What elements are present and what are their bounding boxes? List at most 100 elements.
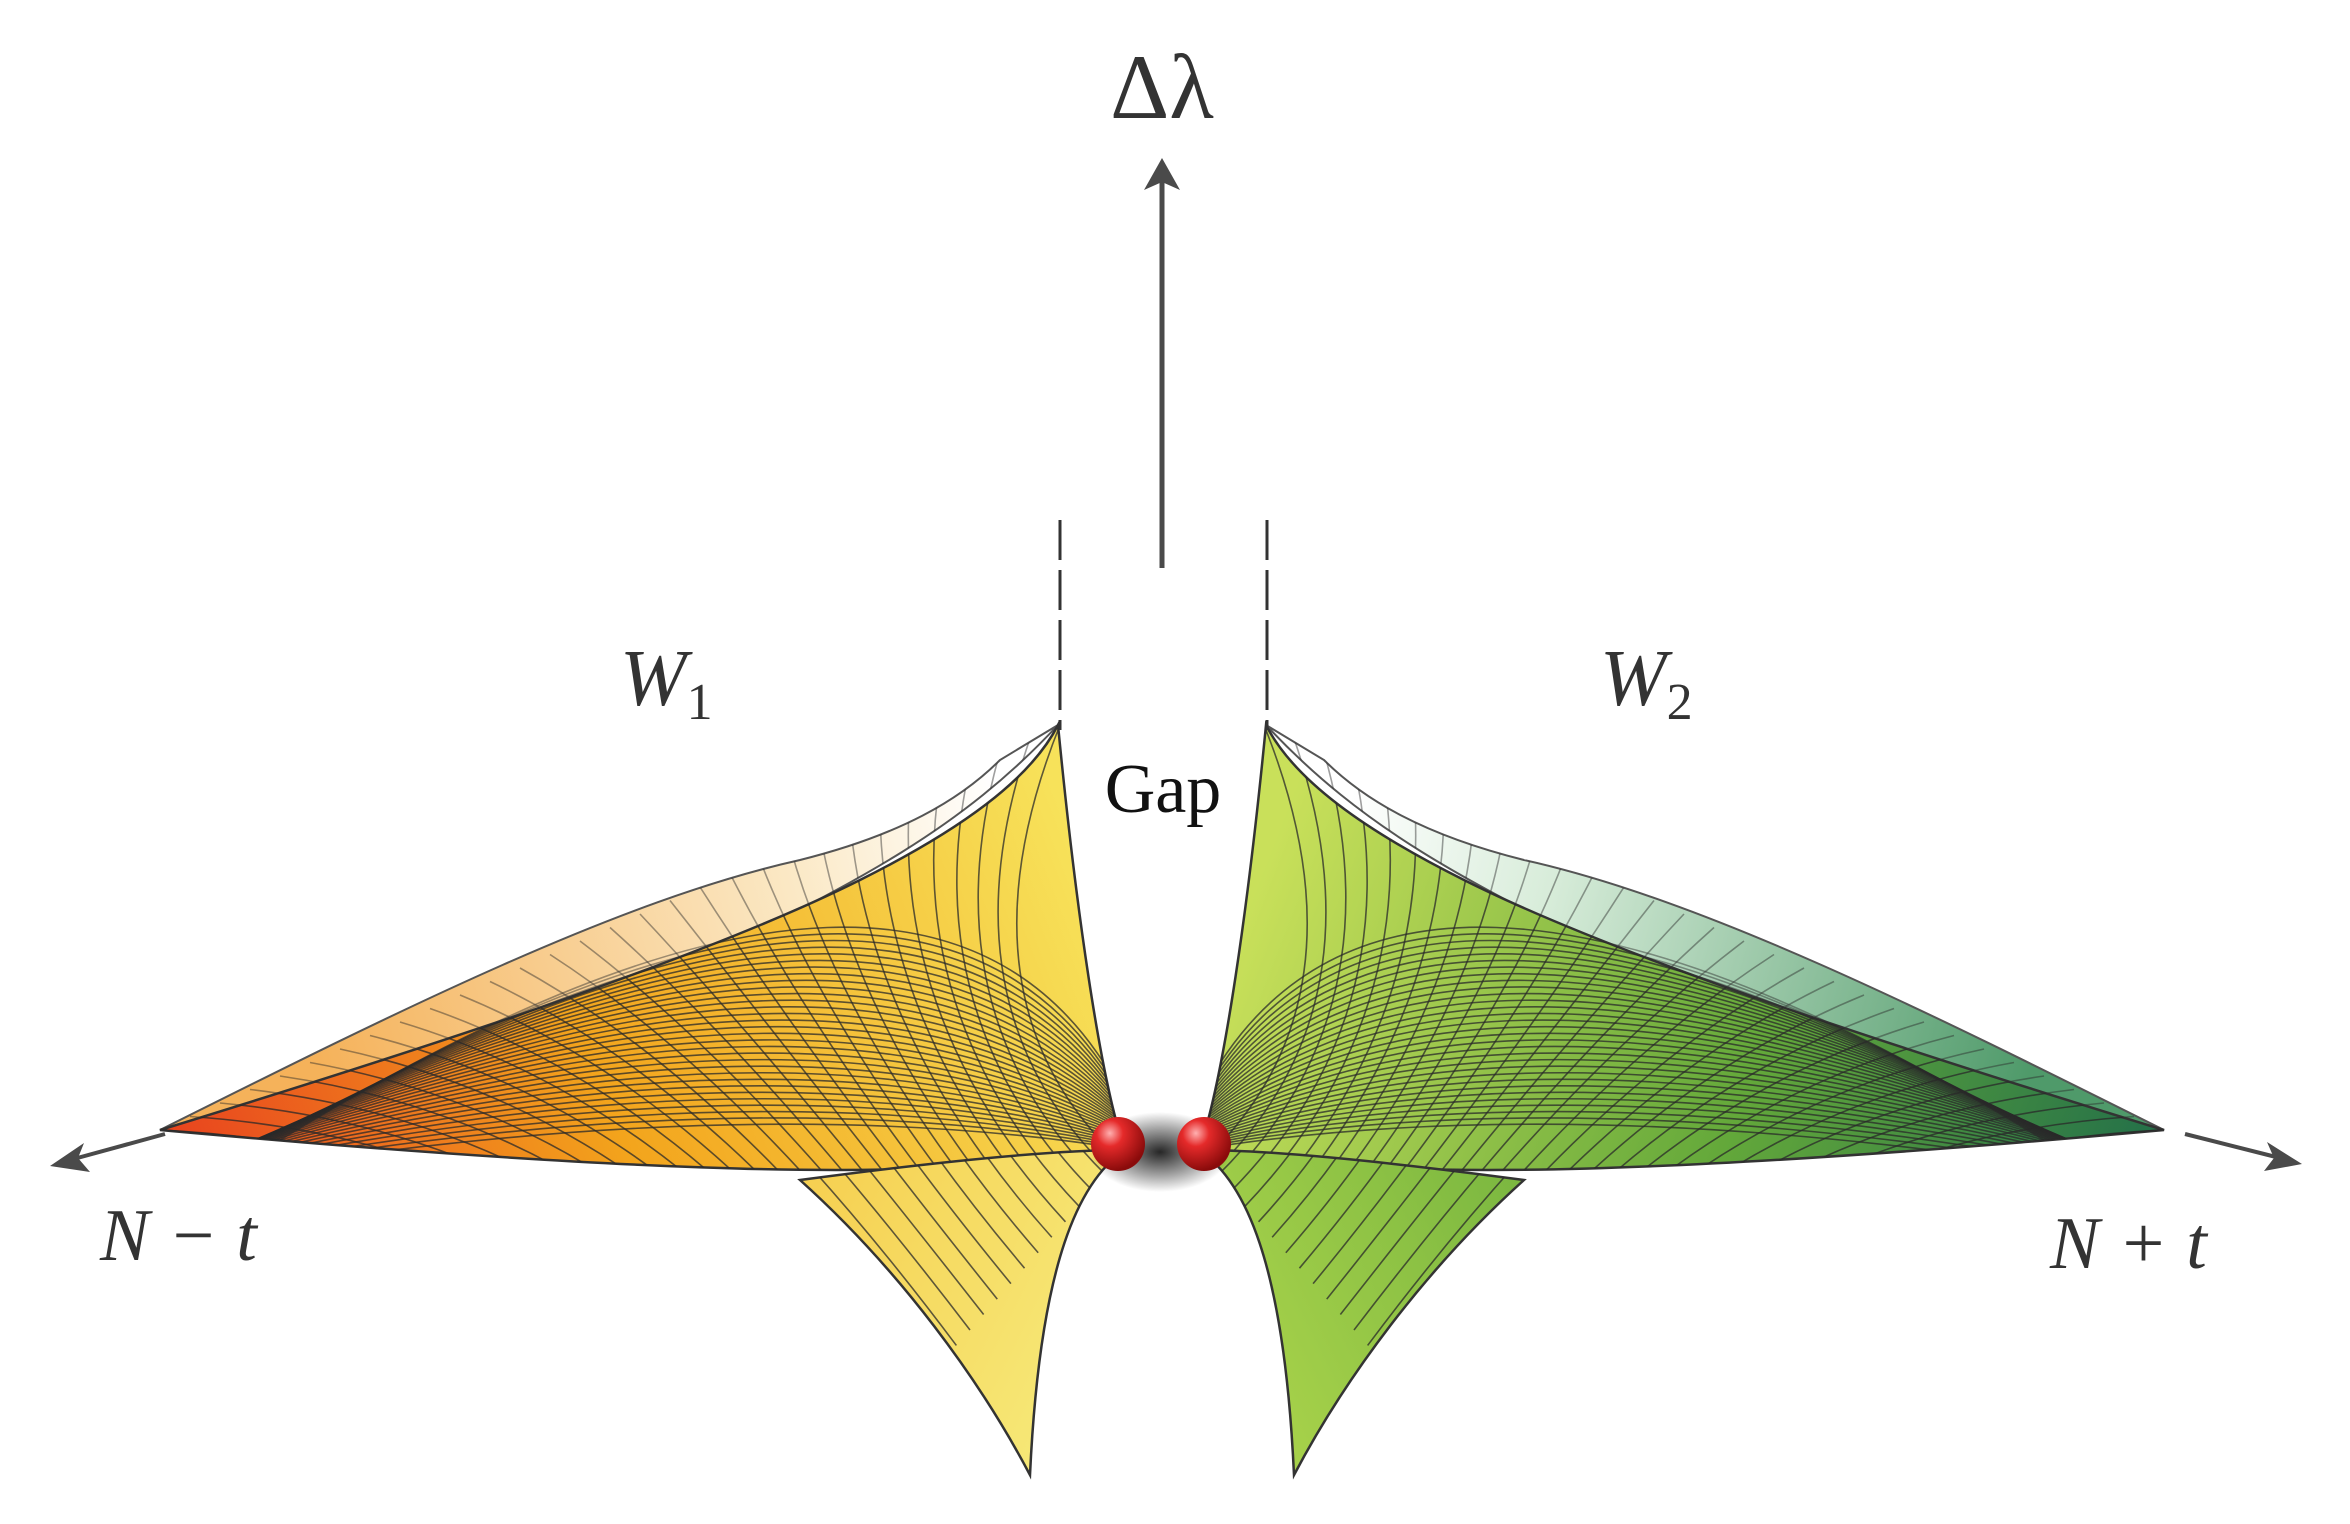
mesh-line — [160, 1078, 1125, 1170]
mesh-line — [1233, 765, 1368, 1170]
mesh-line — [252, 953, 1125, 1149]
mesh-line — [639, 913, 981, 1170]
mesh-line — [279, 926, 1125, 1141]
right-surface-w2 — [1194, 720, 2165, 1480]
left-surface-subscript: 1 — [687, 674, 713, 731]
mesh-line — [1199, 939, 2058, 1145]
mesh-line — [1339, 1150, 1524, 1316]
mesh-line — [1199, 999, 2118, 1163]
mesh-line — [173, 1032, 1125, 1170]
mesh-line — [1285, 1150, 1511, 1254]
right-red-sphere — [1177, 1117, 1231, 1171]
mesh-line — [800, 1150, 821, 1475]
mesh-line — [800, 1150, 1012, 1285]
mesh-line — [266, 939, 1125, 1145]
mesh-line — [1483, 1102, 2105, 1170]
mesh-line — [1373, 953, 1775, 1170]
mesh-line — [977, 751, 1101, 1170]
mesh-line — [1443, 1048, 1985, 1170]
right-surface-name: W — [1600, 635, 1673, 723]
mesh-line — [339, 1048, 881, 1170]
mesh-line — [160, 1052, 1125, 1170]
gap-label: Gap — [1105, 751, 1222, 828]
mesh-line — [549, 953, 951, 1170]
mesh-line — [1333, 900, 1655, 1170]
vertical-axis-arrowhead — [1144, 158, 1180, 190]
mesh-line — [997, 738, 1111, 1170]
mesh-line — [1199, 1065, 2164, 1170]
mesh-line — [193, 1012, 1125, 1167]
vertical-axis-label: Δλ — [1110, 36, 1214, 138]
mesh-line — [895, 1150, 1067, 1223]
mesh-line — [1343, 913, 1685, 1170]
mesh-line — [800, 1150, 1026, 1269]
left-axis-arrow — [69, 1132, 166, 1162]
mesh-line — [1298, 1150, 1524, 1269]
left-axis-arrowhead — [50, 1143, 90, 1172]
right-surface-front-sheet — [1194, 1148, 1527, 1480]
right-axis-arrow — [2184, 1132, 2281, 1160]
mesh-line — [1353, 926, 1715, 1170]
mesh-line — [1203, 725, 1309, 1161]
mesh-line — [1271, 1150, 1470, 1238]
mesh-line — [800, 1150, 998, 1300]
mesh-line — [160, 1065, 1125, 1170]
mesh-line — [1199, 979, 2098, 1157]
mesh-line — [1366, 1150, 1524, 1346]
mesh-line — [1199, 1052, 2164, 1170]
mesh-line — [206, 999, 1125, 1163]
mesh-line — [1199, 1058, 2164, 1170]
mesh-line — [239, 966, 1125, 1153]
mesh-line — [166, 1039, 1125, 1170]
mesh-line — [179, 1025, 1125, 1170]
mesh-line — [1503, 1150, 1524, 1475]
mesh-line — [1353, 1150, 1524, 1331]
mesh-line — [1312, 1150, 1524, 1285]
mesh-line — [1213, 738, 1327, 1170]
mesh-line — [609, 926, 971, 1170]
left-surface-name: W — [620, 635, 693, 723]
mesh-line — [669, 900, 991, 1170]
mesh-line — [1199, 966, 2085, 1153]
mesh-line — [1503, 1129, 2164, 1170]
mesh-line — [1199, 1078, 2164, 1170]
left-surface-front-sheet — [797, 1148, 1130, 1480]
mesh-line — [189, 1115, 831, 1130]
mesh-line — [1503, 1129, 2164, 1130]
right-surface-subscript: 2 — [1667, 674, 1693, 731]
right-axis-arrowhead — [2264, 1142, 2302, 1171]
mesh-line — [1199, 933, 2052, 1143]
mesh-line — [579, 940, 961, 1170]
mesh-line — [1015, 725, 1121, 1161]
mesh-line — [813, 1150, 1039, 1254]
mesh-line — [1199, 1039, 2158, 1170]
mesh-line — [1493, 1115, 2135, 1130]
left-axis-label: N − t — [99, 1195, 259, 1277]
mesh-line — [800, 1150, 971, 1331]
mesh-line — [1199, 1025, 2145, 1170]
mesh-line — [1199, 946, 2065, 1147]
mesh-line — [1363, 940, 1745, 1170]
mesh-line — [1199, 953, 2072, 1149]
mesh-line — [854, 1150, 1053, 1238]
mesh-line — [246, 959, 1125, 1151]
mesh-line — [800, 1150, 958, 1346]
mesh-line — [1199, 1006, 2125, 1165]
mesh-line — [259, 946, 1125, 1147]
mesh-line — [160, 1129, 821, 1130]
mesh-line — [272, 933, 1125, 1143]
left-surface-label: W1 — [620, 635, 713, 731]
mesh-line — [219, 1102, 841, 1170]
mesh-line — [1199, 926, 2045, 1141]
mesh-line — [160, 1058, 1125, 1170]
left-red-sphere — [1091, 1117, 1145, 1171]
mesh-line — [1493, 1115, 2135, 1170]
left-surface-w1 — [159, 720, 1130, 1480]
mesh-line — [219, 986, 1125, 1159]
mesh-line — [1244, 1150, 1394, 1207]
mesh-line — [1199, 959, 2078, 1151]
mesh-line — [160, 1129, 821, 1170]
right-surface-label: W2 — [1600, 635, 1693, 731]
mesh-line — [1257, 1150, 1429, 1223]
